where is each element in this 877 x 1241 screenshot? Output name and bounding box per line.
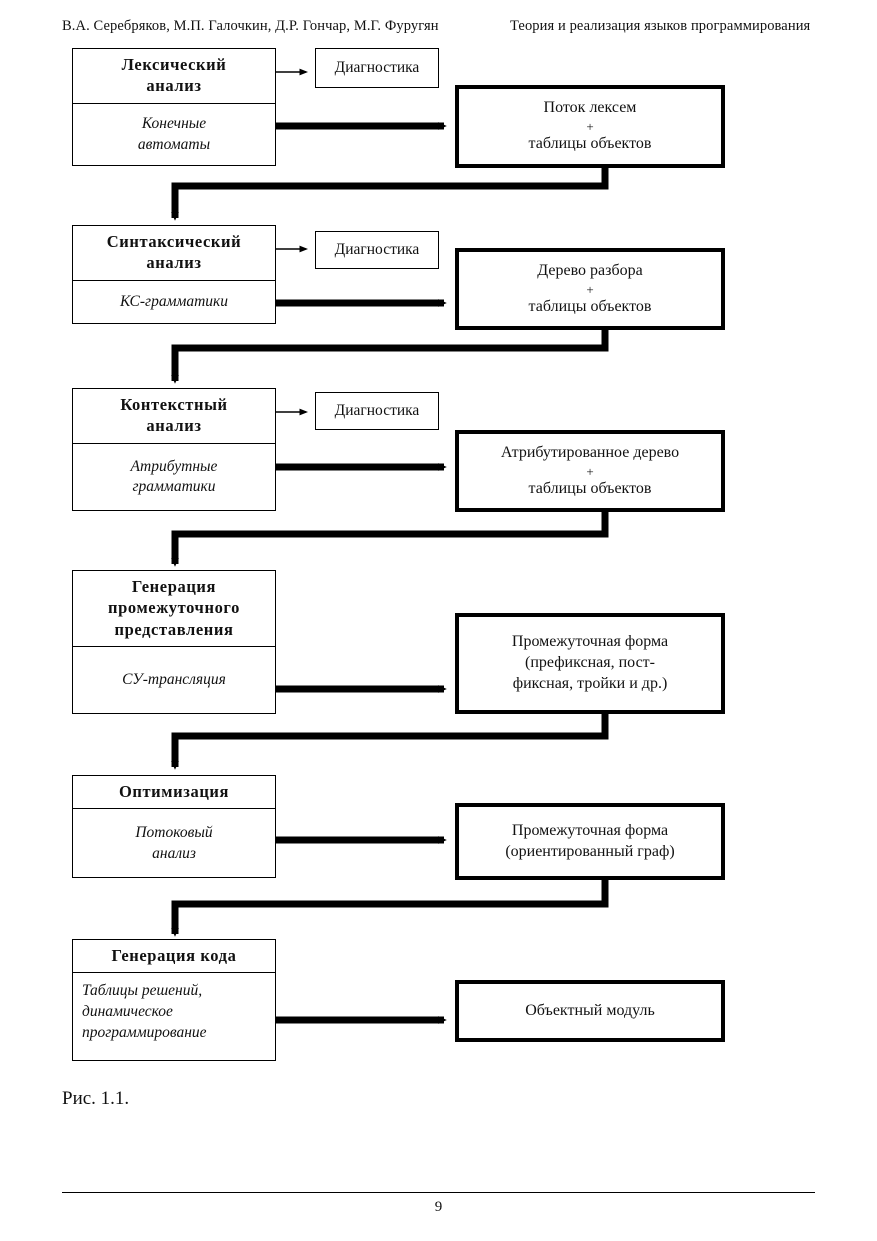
footer-rule [62, 1192, 815, 1193]
stage-box-context[interactable]: Контекстный анализ Атрибутные грамматики [72, 388, 276, 511]
result-to-next-stage-arrows [171, 168, 609, 937]
stage-title-code-generation: Генерация кода [73, 940, 275, 974]
figure-caption: Рис. 1.1. [62, 1088, 130, 1109]
stage-title-context: Контекстный анализ [73, 389, 275, 444]
stage-method-lexical: Конечные автоматы [137, 115, 211, 153]
diagnostics-box-context[interactable]: Диагностика [315, 392, 439, 430]
stage-box-code-generation[interactable]: Генерация кода Таблицы решений, динамиче… [72, 939, 276, 1061]
stage-box-syntax[interactable]: Синтаксический анализ КС-грамматики [72, 225, 276, 324]
stage-title-lexical: Лексический анализ [73, 49, 275, 104]
diagnostics-label: Диагностика [334, 402, 420, 420]
diagnostics-box-lexical[interactable]: Диагностика [315, 48, 439, 88]
result-box-intermediate-form-prefix[interactable]: Промежуточная форма (префиксная, пост- ф… [455, 613, 725, 714]
compiler-pipeline-diagram [171, 68, 609, 1024]
stage-title-optimization: Оптимизация [73, 776, 275, 810]
result-line-2: (префиксная, пост- [525, 654, 655, 672]
result-line-1: Дерево разбора [537, 261, 643, 279]
running-head-book-title: Теория и реализация языков программирова… [510, 18, 811, 34]
result-line-1: Промежуточная форма [511, 821, 669, 839]
stage-method-context: Атрибутные грамматики [130, 457, 218, 496]
result-line-1: Поток лексем [543, 99, 637, 117]
diagnostics-label: Диагностика [334, 59, 420, 77]
result-plus: + [586, 119, 594, 134]
page-number: 9 [434, 1199, 443, 1215]
diagnostics-arrows [276, 68, 308, 416]
result-box-parse-tree[interactable]: Дерево разбора + таблицы объектов [455, 248, 725, 330]
result-box-attributed-tree[interactable]: Атрибутированное дерево + таблицы объект… [455, 430, 725, 512]
stage-method-syntax: КС-грамматики [119, 293, 229, 311]
diagnostics-box-syntax[interactable]: Диагностика [315, 231, 439, 269]
result-line-3: таблицы объектов [528, 479, 652, 497]
result-line-1: Промежуточная форма [511, 633, 669, 651]
result-box-object-module[interactable]: Объектный модуль [455, 980, 725, 1042]
result-line-3: фиксная, тройки и др.) [512, 674, 668, 692]
result-plus: + [586, 281, 594, 297]
stage-title-intermediate-generation: Генерация промежуточного представления [73, 571, 275, 648]
result-line-3: таблицы объектов [528, 135, 652, 152]
stage-method-optimization: Потоковый анализ [135, 823, 213, 862]
result-plus: + [586, 463, 594, 479]
stage-method-code-generation: Таблицы решений, динамическое программир… [82, 982, 207, 1041]
result-line-2: (ориентированный граф) [505, 842, 675, 860]
stage-method-intermediate-generation: СУ-трансляция [122, 671, 226, 689]
running-head-authors: В.А. Серебряков, М.П. Галочкин, Д.Р. Гон… [62, 18, 439, 34]
stage-box-lexical[interactable]: Лексический анализ Конечные автоматы [72, 48, 276, 166]
result-box-intermediate-form-graph[interactable]: Промежуточная форма (ориентированный гра… [455, 803, 725, 880]
diagnostics-label: Диагностика [334, 241, 420, 259]
stage-box-intermediate-generation[interactable]: Генерация промежуточного представления С… [72, 570, 276, 714]
result-box-token-stream[interactable]: Поток лексем + таблицы объектов [455, 85, 725, 168]
result-line-1: Объектный модуль [525, 1001, 655, 1019]
stage-box-optimization[interactable]: Оптимизация Потоковый анализ [72, 775, 276, 878]
stage-to-result-arrows [276, 122, 447, 1024]
stage-title-syntax: Синтаксический анализ [73, 226, 275, 281]
result-line-3: таблицы объектов [528, 297, 652, 315]
result-line-1: Атрибутированное дерево [500, 443, 680, 461]
